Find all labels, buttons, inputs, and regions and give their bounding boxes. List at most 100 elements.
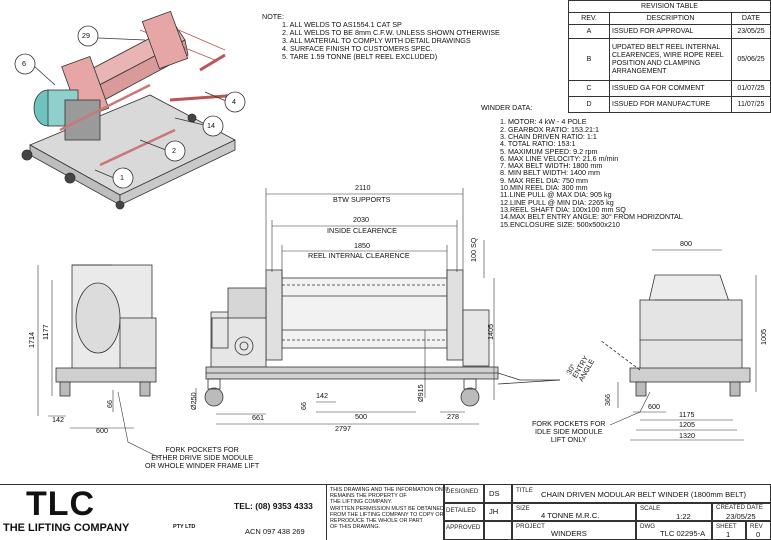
notes-title: NOTE: [262, 12, 284, 21]
winder-data-item: 7. MAX BELT WIDTH: 1800 mm [500, 161, 603, 171]
balloon-4 [224, 91, 246, 113]
dim-1175: 1175 [679, 410, 695, 419]
dim-600r: 600 [648, 402, 660, 411]
title-label: TITLE [516, 487, 533, 494]
winder-data-item: 5. MAXIMUM SPEED: 9.2 rpm [500, 146, 598, 156]
designed-label: DESIGNED [446, 488, 479, 495]
rev-header: REV. [568, 12, 610, 25]
date-cell: 05/06/25 [731, 38, 771, 81]
dim-1320: 1320 [679, 431, 695, 440]
dim-500: 500 [355, 412, 367, 421]
company-pty: PTY LTD [173, 524, 196, 530]
balloon-1 [112, 167, 134, 189]
project-value: WINDERS [551, 529, 587, 538]
dwg-value: TLC 02295-A [660, 529, 706, 538]
winder-data-item: 12.LINE PULL @ MIN DIA: 2265 kg [500, 197, 614, 207]
balloon-1-label: 1 [120, 173, 124, 182]
dim-reel-label: REEL INTERNAL CLEARENCE [308, 251, 410, 260]
notes-block: NOTE: 1. ALL WELDS TO AS1554.1 CAT SP 2.… [262, 12, 500, 62]
winder-data-item: 13.REEL SHAFT DIA: 100x100 mm SQ [500, 204, 626, 214]
balloon-14 [202, 115, 224, 137]
dwg-label: DWG [640, 523, 656, 530]
dim-1205: 1205 [679, 420, 695, 429]
winder-data-item: 9. MAX REEL DIA: 750 mm [500, 175, 589, 185]
dim-800: 800 [680, 239, 692, 248]
right-dimensions [617, 249, 757, 441]
note-item: 2. ALL WELDS TO BE 8mm C.F.W. UNLESS SHO… [282, 28, 500, 38]
balloon-14-label: 14 [207, 121, 215, 130]
winder-data-item: 6. MAX LINE VELOCITY: 21.6 m/min [500, 153, 619, 163]
winder-data-title: WINDER DATA: [481, 103, 533, 112]
dim-142a: 142 [52, 415, 64, 424]
dim-d915: Ø915 [416, 384, 425, 402]
drawing-title: CHAIN DRIVEN MODULAR BELT WINDER (1800mm… [541, 490, 747, 499]
note-item: 1. ALL WELDS TO AS1554.1 CAT SP [282, 20, 402, 30]
winder-data-item: 15.ENCLOSURE SIZE: 500x500x210 [500, 219, 620, 229]
rev-cell: B [568, 38, 610, 81]
revision-table: REVISION TABLE REV. DESCRIPTION DATE A I… [568, 0, 771, 113]
revision-table-title: REVISION TABLE [568, 0, 771, 13]
dim-600: 600 [96, 426, 108, 435]
size-label: SIZE [516, 505, 530, 512]
winder-data-item: 4. TOTAL RATIO: 153:1 [500, 139, 576, 149]
date-cell: 23/05/25 [731, 24, 771, 39]
front-dimensions [195, 188, 495, 425]
scale-label: SCALE [640, 505, 661, 512]
dim-100sq: 100 SQ [469, 237, 478, 262]
dim-inside: 2030 [353, 215, 369, 224]
created-date-value: 23/05/25 [726, 512, 756, 521]
desc-cell: ISSUED GA FOR COMMENT [609, 80, 732, 97]
approved-label: APPROVED [446, 524, 481, 531]
rev-cell: A [568, 24, 610, 39]
dim-66b: 66 [299, 402, 308, 410]
balloon-6 [14, 53, 36, 75]
dim-1714: 1714 [27, 332, 36, 348]
dim-2797: 2797 [335, 424, 351, 433]
dim-wheel-dia: Ø250 [189, 392, 198, 410]
fork-pockets-right-callout: FORK POCKETS FOR IDLE SIDE MODULE LIFT O… [532, 419, 606, 445]
balloon-29-label: 29 [82, 31, 90, 40]
project-label: PROJECT [516, 523, 545, 530]
created-date-label: CREATED DATE [716, 504, 763, 511]
sheet-label: SHEET [716, 523, 737, 530]
winder-data-block: WINDER DATA: 1. MOTOR: 4 kW - 4 POLE 2. … [481, 103, 683, 229]
disclaimer-text: THIS DRAWING AND THE INFORMATION ON IT R… [330, 487, 450, 531]
company-acn: ACN 097 438 269 [245, 527, 305, 536]
balloon-4-label: 4 [232, 97, 236, 106]
scale-value: 1:22 [676, 512, 691, 521]
desc-cell: UPDATED BELT REEL INTERNAL CLEARENCES, W… [609, 38, 732, 81]
balloon-2 [164, 140, 186, 162]
rev-cell: D [568, 96, 610, 113]
dim-reel: 1850 [354, 241, 370, 250]
rev-value: 0 [756, 530, 761, 539]
balloon-29 [77, 25, 99, 47]
rev-label: REV [750, 523, 763, 530]
front-view [204, 269, 561, 407]
winder-data-item: 2. GEARBOX RATIO: 153.21:1 [500, 124, 599, 134]
note-item: 5. TARE 1.59 TONNE (BELT REEL EXCLUDED) [282, 52, 438, 62]
date-header: DATE [731, 12, 771, 25]
rev-cell: C [568, 80, 610, 97]
winder-data-item: 1. MOTOR: 4 kW - 4 POLE [500, 117, 587, 127]
dim-btw: 2110 [355, 183, 371, 192]
desc-cell: ISSUED FOR APPROVAL [609, 24, 732, 39]
title-block [0, 484, 771, 540]
dim-btw-label: BTW SUPPORTS [333, 195, 391, 204]
dim-1005: 1005 [759, 329, 768, 345]
left-dimensions [37, 265, 134, 429]
dim-inside-label: INSIDE CLEARENCE [327, 226, 397, 235]
left-side-view [55, 264, 157, 397]
size-value: 4 TONNE M.R.C. [541, 511, 600, 520]
detailed-value: JH [489, 507, 499, 516]
dim-278: 278 [447, 412, 459, 421]
dim-366: 366 [603, 394, 612, 406]
designed-value: DS [489, 489, 500, 498]
company-name: THE LIFTING COMPANY [3, 522, 130, 534]
note-item: 4. SURFACE FINISH TO CUSTOMERS SPEC. [282, 44, 433, 54]
dim-142b: 142 [316, 391, 328, 400]
company-logo: TLC [26, 485, 96, 523]
sheet-value: 1 [726, 530, 731, 539]
desc-cell: ISSUED FOR MANUFACTURE [609, 96, 732, 113]
right-side-view [599, 274, 751, 397]
